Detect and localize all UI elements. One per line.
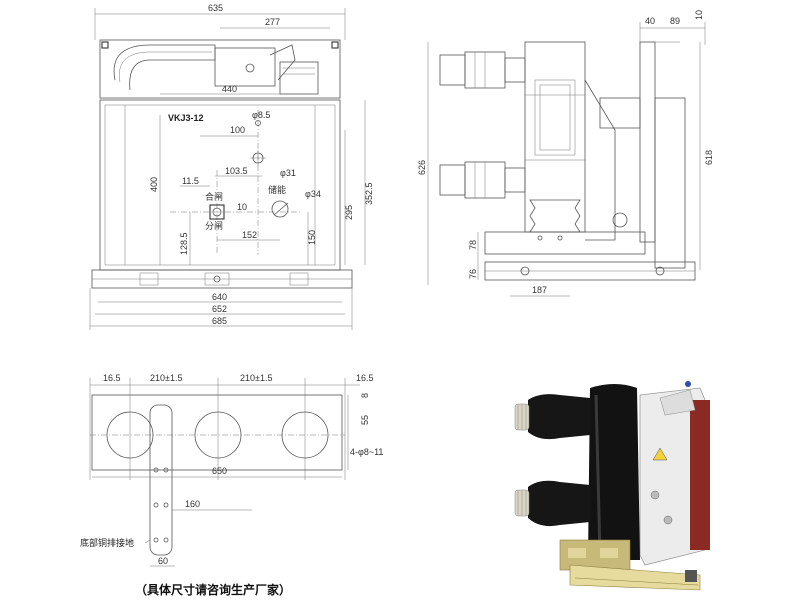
dim-115: 11.5 xyxy=(182,176,199,186)
indicator-cap xyxy=(685,381,691,387)
warning-icon xyxy=(652,447,668,461)
footnote: （具体尺寸请咨询生产厂家） xyxy=(135,582,291,597)
dim-150: 150 xyxy=(307,230,317,245)
dim-55: 55 xyxy=(360,415,370,425)
dim-top-offset: 277 xyxy=(265,17,280,27)
dim-side-626: 626 xyxy=(417,160,427,175)
dim-10335: 103.5 xyxy=(225,166,248,176)
dim-side-618: 618 xyxy=(704,150,714,165)
dim-edge-left: 16.5 xyxy=(103,373,121,383)
mechanism-housing xyxy=(99,39,341,99)
front-view: 635 277 440 VKJ3-12 φ8.5 100 xyxy=(89,3,374,330)
dim-handle-width: 440 xyxy=(222,84,237,94)
dim-pitch-1: 210±1.5 xyxy=(150,373,182,383)
upper-terminal-left xyxy=(439,54,466,86)
front-body xyxy=(99,99,341,271)
handle-block xyxy=(214,47,276,87)
dim-400: 400 xyxy=(149,177,159,192)
dim-3525: 352.5 xyxy=(364,182,374,205)
model-label: VKJ3-12 xyxy=(168,113,204,123)
dim-pole-spacing: 100 xyxy=(230,125,245,135)
ground-busbar xyxy=(149,404,173,556)
svg-text:φ8.5: φ8.5 xyxy=(252,110,270,120)
dim-base-640: 640 xyxy=(212,292,227,302)
lower-terminal-left xyxy=(439,164,466,196)
lower-terminal xyxy=(528,480,590,527)
dim-295: 295 xyxy=(344,205,354,220)
dim-side-76: 76 xyxy=(468,269,478,279)
dim-base-685: 685 xyxy=(212,316,227,326)
dim-edge-right: 16.5 xyxy=(356,373,374,383)
dim-60: 60 xyxy=(158,556,168,566)
dim-hole-phi: φ31 xyxy=(280,168,296,178)
upper-terminal xyxy=(528,394,590,440)
cable-chain xyxy=(113,44,216,91)
dim-10: 10 xyxy=(237,202,247,212)
product-illustration xyxy=(514,381,710,591)
insulation-bellows xyxy=(529,199,581,233)
nameplate xyxy=(279,61,319,95)
dim-side-78: 78 xyxy=(468,240,478,250)
hole-label: 4-φ8~11 xyxy=(350,447,383,457)
dim-side-40: 40 xyxy=(645,16,655,26)
dim-1285: 128.5 xyxy=(179,232,189,255)
side-base-bracket xyxy=(484,231,646,255)
dim-160: 160 xyxy=(185,499,200,509)
svg-text:储能: 储能 xyxy=(268,184,286,195)
dim-side-89: 89 xyxy=(670,16,680,26)
dim-side-10: 10 xyxy=(694,10,704,20)
svg-text:分闸: 分闸 xyxy=(205,221,223,231)
bottom-plate xyxy=(91,394,343,471)
dim-base-652: 652 xyxy=(212,304,227,314)
svg-text:合闸: 合闸 xyxy=(205,191,223,202)
svg-text:φ34: φ34 xyxy=(305,189,321,199)
dim-top-width: 635 xyxy=(208,3,223,13)
ground-label: 底部铜排接地 xyxy=(80,537,134,548)
bottom-view: 16.5 210±1.5 210±1.5 16.5 8 55 4-φ8~11 6… xyxy=(80,373,383,567)
dim-side-187: 187 xyxy=(532,285,547,295)
dim-8: 8 xyxy=(360,393,370,398)
side-panel xyxy=(639,41,656,243)
side-view: 40 89 10 626 xyxy=(417,10,714,297)
side-red-panel xyxy=(690,400,710,550)
dim-152: 152 xyxy=(242,230,257,240)
pole-column xyxy=(524,41,586,233)
operating-shaft xyxy=(209,204,225,220)
insulator-column xyxy=(588,384,640,560)
dim-width-650: 650 xyxy=(212,466,227,476)
base-rail xyxy=(569,564,701,591)
dim-pitch-2: 210±1.5 xyxy=(240,373,272,383)
